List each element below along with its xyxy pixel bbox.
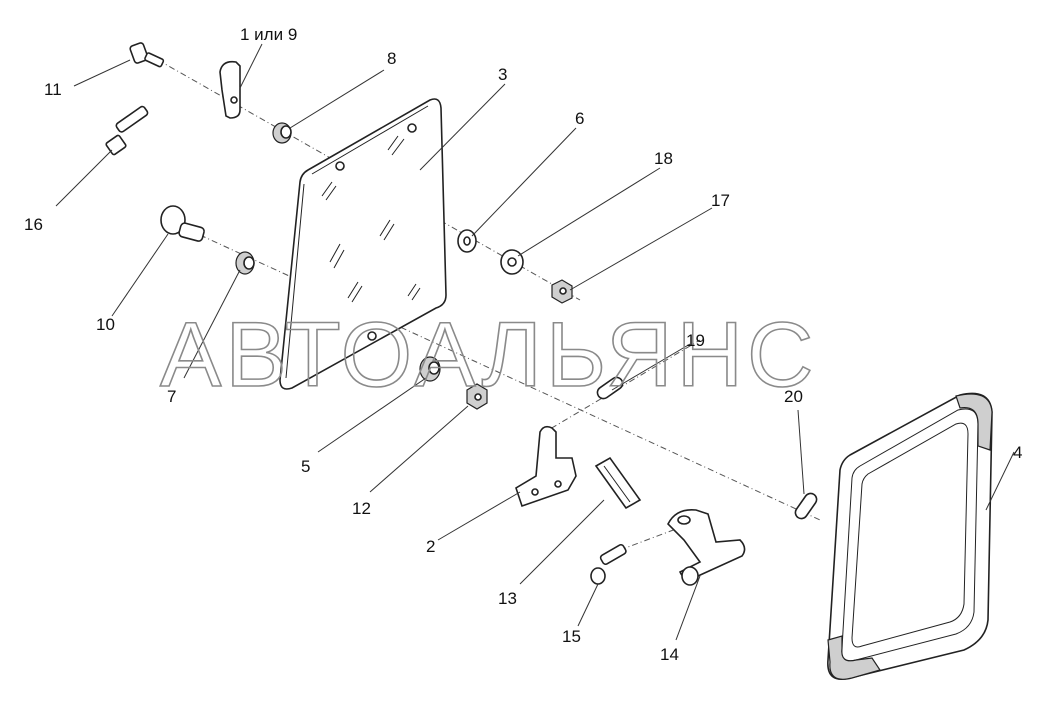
callout-12: 12 — [352, 499, 371, 518]
callout-15: 15 — [562, 627, 581, 646]
bushing-part-7 — [235, 251, 255, 275]
hinge-bracket-part-2 — [515, 425, 577, 508]
callout-18: 18 — [654, 149, 673, 168]
watermark: АВТОАЛЬЯНС — [160, 304, 818, 406]
glass-pane-part-3 — [279, 98, 447, 390]
bolt-part-16 — [105, 105, 149, 156]
frame-part-4 — [827, 392, 993, 680]
callout-5: 5 — [301, 457, 310, 476]
callout-labels: 11 1 или 9 8 3 6 18 17 16 10 7 19 20 4 5… — [24, 25, 1022, 664]
stud-part-10 — [160, 205, 205, 242]
leader-lines — [55, 43, 1015, 641]
washer-part-18 — [500, 249, 524, 275]
pin-part-20 — [794, 492, 818, 520]
callout-14: 14 — [660, 645, 679, 664]
callout-20: 20 — [784, 387, 803, 406]
callout-17: 17 — [711, 191, 730, 210]
bushing-part-8 — [272, 122, 292, 144]
screw-part-15 — [590, 543, 627, 585]
callout-13: 13 — [498, 589, 517, 608]
callout-2: 2 — [426, 537, 435, 556]
callout-11: 11 — [44, 80, 62, 99]
callout-8: 8 — [387, 49, 396, 68]
bushing-part-5 — [419, 356, 441, 382]
callout-1-or-9: 1 или 9 — [240, 25, 297, 44]
nut-part-12 — [466, 383, 488, 410]
callout-19: 19 — [686, 331, 705, 350]
callout-7: 7 — [167, 387, 176, 406]
bolt-part-11 — [129, 42, 165, 68]
washer-part-6 — [457, 229, 477, 253]
callout-3: 3 — [498, 65, 507, 84]
callout-6: 6 — [575, 109, 584, 128]
bracket-part-1-or-9 — [219, 60, 241, 119]
hinge-knuckle-part-14 — [667, 508, 746, 586]
callout-10: 10 — [96, 315, 115, 334]
plate-part-13 — [594, 456, 642, 510]
callout-16: 16 — [24, 215, 43, 234]
nut-part-17 — [551, 279, 573, 304]
callout-4: 4 — [1013, 443, 1022, 462]
pin-part-19 — [596, 376, 624, 400]
